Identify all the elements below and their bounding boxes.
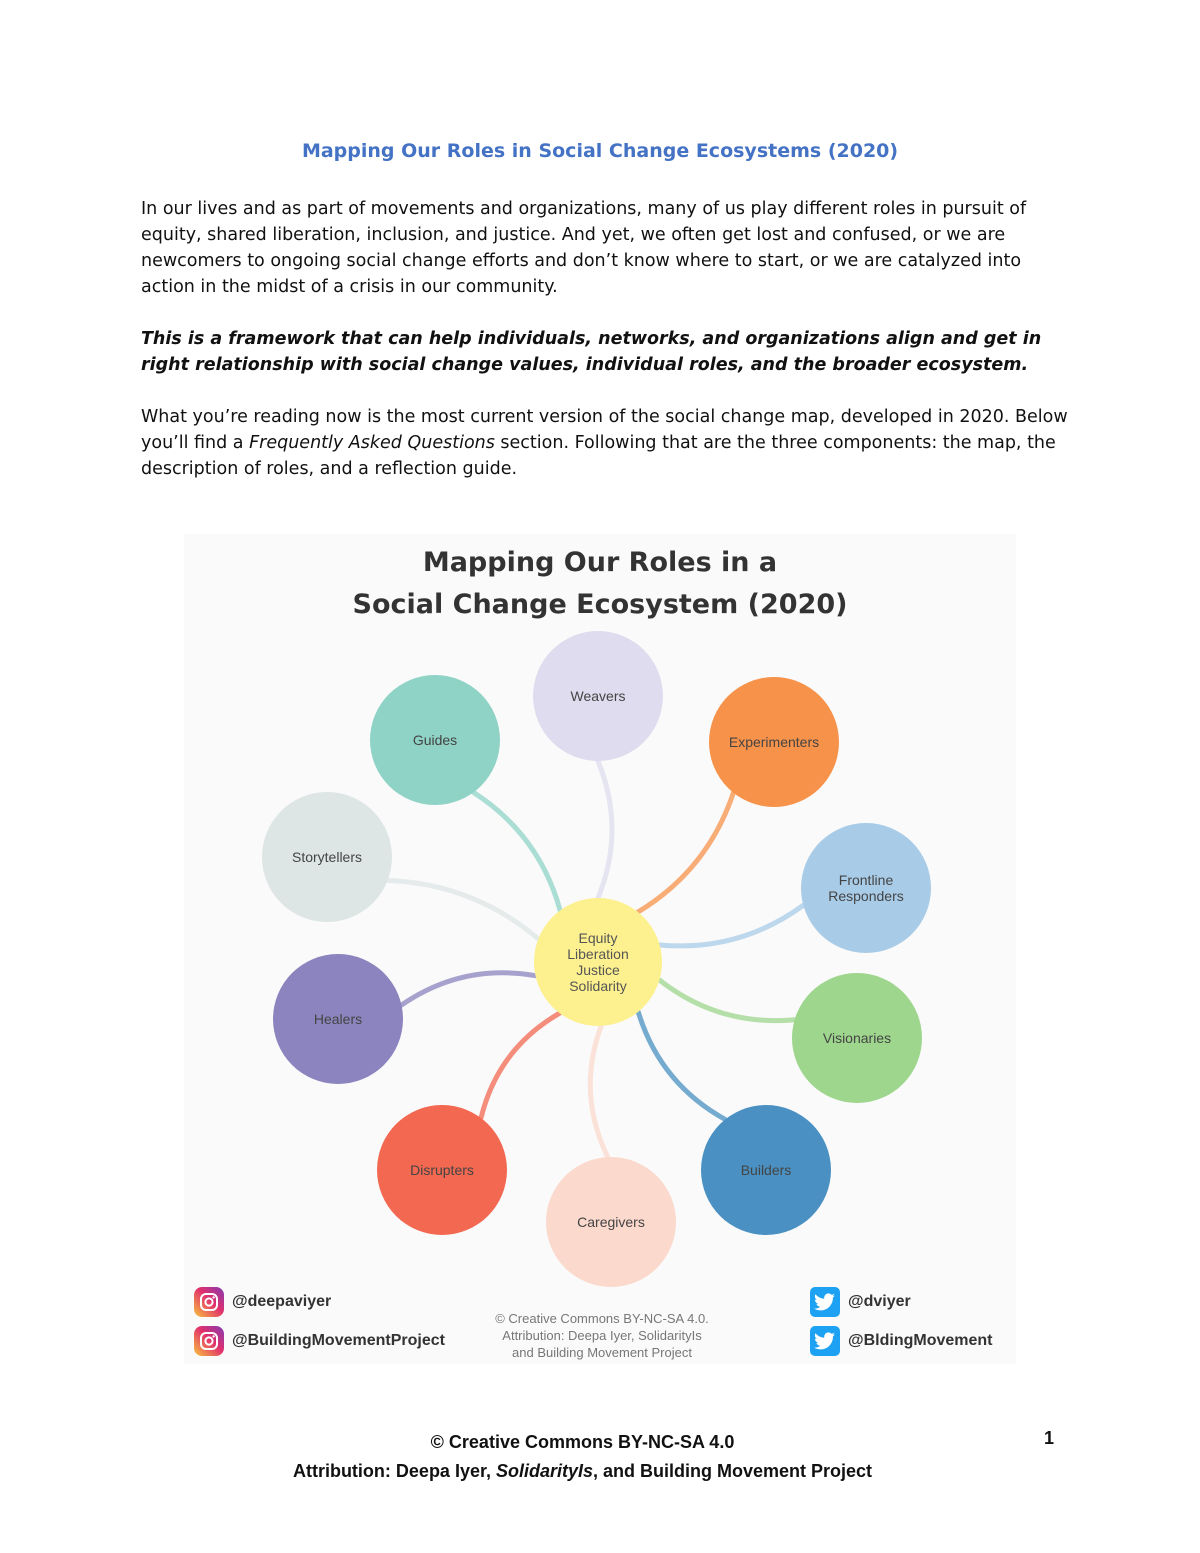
page-footer: © Creative Commons BY-NC-SA 4.0 Attribut… — [0, 1428, 1165, 1486]
center-value-label: Solidarity — [569, 978, 627, 994]
instagram-icon — [194, 1326, 224, 1356]
role-circle — [792, 973, 922, 1103]
instagram-icon — [194, 1287, 224, 1317]
twitter-bird-icon — [810, 1287, 840, 1317]
footer-license: © Creative Commons BY-NC-SA 4.0 — [430, 1432, 735, 1452]
connector-line — [635, 790, 736, 915]
connector-line — [635, 1009, 728, 1122]
instagram-handle-2[interactable]: @BuildingMovementProject — [194, 1326, 445, 1356]
role-label: Frontline — [839, 872, 894, 888]
center-value-label: Justice — [576, 962, 620, 978]
twitter-handle-text-2: @BldingMovement — [848, 1332, 993, 1349]
intro-paragraph: In our lives and as part of movements an… — [141, 199, 1027, 297]
figure-credit-line-1: © Creative Commons BY-NC-SA 4.0. — [495, 1311, 709, 1326]
role-label: Experimenters — [729, 734, 819, 750]
role-circle — [709, 677, 839, 807]
ecosystem-map-figure: Mapping Our Roles in a Social Change Eco… — [184, 534, 1016, 1364]
role-label: Visionaries — [823, 1030, 891, 1046]
figure-credit: © Creative Commons BY-NC-SA 4.0. Attribu… — [462, 1310, 742, 1361]
role-circles: WeaversExperimentersFrontlineRespondersV… — [262, 631, 931, 1287]
version-paragraph-text-1: What you’re reading now is the most curr… — [141, 407, 1068, 453]
center-value-label: Equity — [579, 930, 618, 946]
version-paragraph: What you’re reading now is the most curr… — [141, 404, 1071, 482]
twitter-handle-2[interactable]: @BldingMovement — [810, 1326, 993, 1356]
figure-credit-line-2: Attribution: Deepa Iyer, SolidarityIs — [502, 1328, 702, 1343]
footer-attribution-text-2: , and Building Movement Project — [593, 1461, 873, 1481]
role-circle — [273, 954, 403, 1084]
page-number: 1 — [1044, 1428, 1055, 1448]
instagram-handle-text-1: @deepaviyer — [232, 1293, 332, 1310]
instagram-handle-1[interactable]: @deepaviyer — [194, 1287, 331, 1317]
role-label: Healers — [314, 1011, 362, 1027]
footer-attribution-emphasis: SolidarityIs — [495, 1461, 594, 1481]
footer-attribution-text-1: Attribution: Deepa Iyer, — [292, 1461, 496, 1481]
role-label: Weavers — [571, 688, 626, 704]
figure-credit-line-3: and Building Movement Project — [512, 1345, 692, 1360]
connector-line — [587, 1023, 611, 1160]
figure-title-line-2: Social Change Ecosystem (2020) — [352, 589, 848, 620]
role-circle — [377, 1105, 507, 1235]
figure-title-line-1: Mapping Our Roles in a — [422, 547, 778, 578]
center-value-label: Liberation — [567, 946, 629, 962]
ecosystem-diagram: WeaversExperimentersFrontlineRespondersV… — [262, 631, 931, 1287]
role-circle — [533, 631, 663, 761]
connector-lines — [385, 758, 806, 1160]
role-label: Guides — [413, 732, 457, 748]
connector-line — [385, 877, 541, 942]
connector-line — [398, 970, 538, 1008]
document-title: Mapping Our Roles in Social Change Ecosy… — [301, 140, 899, 162]
role-circle — [262, 792, 392, 922]
center-circle — [534, 898, 662, 1026]
role-label: Caregivers — [577, 1214, 645, 1230]
role-label: Responders — [828, 888, 904, 904]
connector-line — [470, 789, 563, 913]
twitter-handle-text-1: @dviyer — [848, 1293, 911, 1310]
instagram-handle-text-2: @BuildingMovementProject — [232, 1332, 445, 1349]
role-label: Storytellers — [292, 849, 362, 865]
twitter-handle-1[interactable]: @dviyer — [810, 1287, 911, 1317]
role-circle — [546, 1157, 676, 1287]
role-circle — [370, 675, 500, 805]
framework-statement: This is a framework that can help indivi… — [141, 329, 1042, 375]
role-label: Builders — [741, 1162, 792, 1178]
faq-emphasis: Frequently Asked Questions — [249, 433, 495, 453]
connector-line — [595, 758, 615, 901]
figure-title: Mapping Our Roles in a Social Change Eco… — [184, 542, 1016, 626]
footer-attribution: Attribution: Deepa Iyer, SolidarityIs, a… — [0, 1457, 1165, 1486]
connector-line — [656, 977, 798, 1024]
version-paragraph-text-2: section. Following that are the three co… — [141, 433, 1056, 479]
twitter-bird-icon — [810, 1326, 840, 1356]
role-circle — [701, 1105, 831, 1235]
connector-line — [478, 1010, 563, 1121]
role-circle — [801, 823, 931, 953]
role-label: Disrupters — [410, 1162, 474, 1178]
connector-line — [657, 902, 806, 949]
